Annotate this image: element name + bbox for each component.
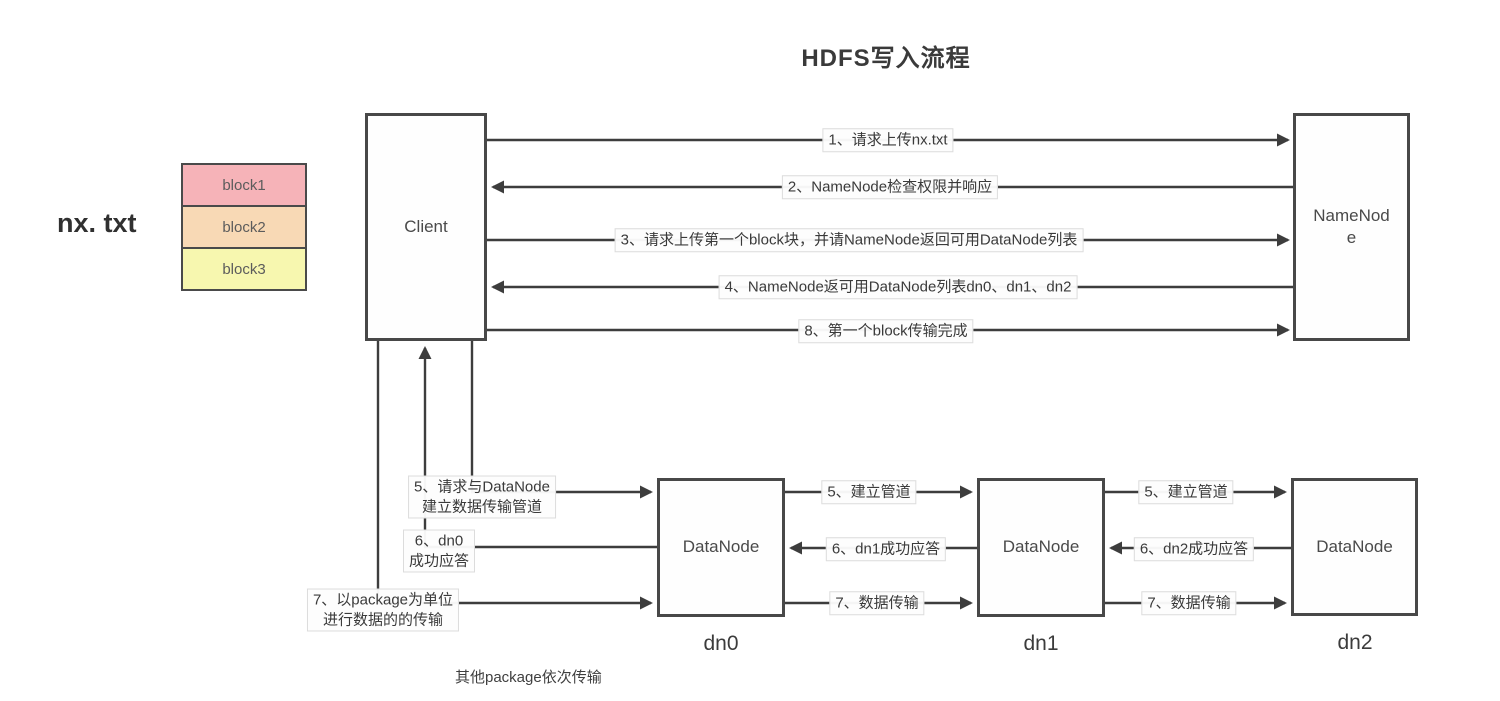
block1-cell: block1 [183,165,305,205]
datanode-dn1-label: DataNode [1002,537,1080,557]
msg-7-line1: 7、以package为单位 [312,591,454,609]
block3-cell: block3 [183,247,305,289]
client-node: Client [365,113,487,341]
msg-8-block-done: 8、第一个block传输完成 [798,319,974,343]
msg-2-check-response: 2、NameNode检查权限并响应 [781,175,999,199]
client-label: Client [404,216,448,236]
datanode-dn2-node: DataNode [1291,478,1418,616]
msg-6-line2: 成功应答 [408,552,470,569]
msg-6-line1: 6、dn0 [414,532,464,550]
datanode-dn1-node: DataNode [977,478,1105,617]
namenode-node: NameNod e [1293,113,1410,341]
msg-7-line2: 进行数据的的传输 [322,611,443,628]
datanode-dn0-node: DataNode [657,478,785,617]
msg-7-dn0-dn1: 7、数据传输 [829,591,925,615]
diagram-title: HDFS写入流程 [801,45,971,72]
datanode-dn2-label: DataNode [1316,536,1393,556]
msg-5-line2: 建立数据传输管道 [421,498,543,515]
msg-7-dn1-dn2: 7、数据传输 [1141,591,1237,615]
msg-6-dn2-dn1: 6、dn2成功应答 [1133,537,1255,561]
msg-6-dn0-ack: 6、dn0 成功应答 [402,529,476,573]
msg-7-package-transfer: 7、以package为单位 进行数据的的传输 [306,588,460,632]
dn2-name: dn2 [1337,631,1373,654]
namenode-label-line1: NameNod [1313,205,1390,225]
msg-6-dn1-dn0: 6、dn1成功应答 [825,537,947,561]
footnote-other-packages: 其他package依次传输 [455,669,602,686]
datanode-dn0-label: DataNode [682,537,760,557]
msg-3-request-block: 3、请求上传第一个block块，并请NameNode返回可用DataNode列表 [614,228,1084,252]
msg-1-request-upload: 1、请求上传nx.txt [822,128,954,152]
arrow-5-client-dn0 [470,341,653,499]
msg-5-line1: 5、请求与DataNode [414,478,550,496]
msg-5-client-pipeline: 5、请求与DataNode 建立数据传输管道 [408,475,556,519]
block2-cell: block2 [183,205,305,247]
source-file-name: nx. txt [57,208,137,238]
msg-4-return-dn-list: 4、NameNode返可用DataNode列表dn0、dn1、dn2 [718,275,1078,299]
msg-5-dn1-dn2: 5、建立管道 [1138,480,1234,504]
file-block-stack: block1 block2 block3 [181,163,307,291]
msg-5-dn0-dn1: 5、建立管道 [821,480,917,504]
dn0-name: dn0 [703,632,739,655]
dn1-name: dn1 [1023,632,1059,655]
namenode-label-line2: e [1346,228,1357,247]
